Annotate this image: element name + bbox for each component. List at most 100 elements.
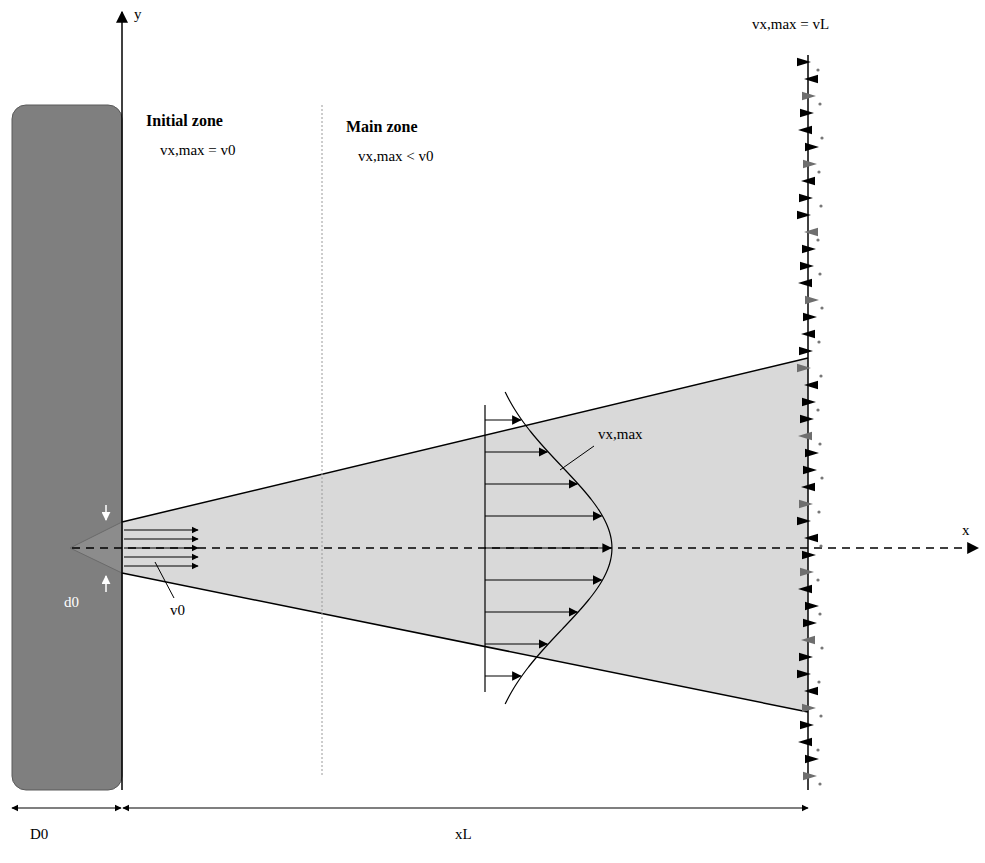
splash-triangle — [804, 381, 818, 389]
splash-dot — [820, 136, 823, 139]
wall-condition: vx,max = vL — [752, 16, 829, 33]
velocity-label: v0 — [170, 602, 185, 619]
splash-triangle — [797, 670, 811, 678]
zone-divider — [322, 105, 323, 775]
splash-dot — [818, 612, 821, 615]
splash-triangle — [805, 602, 819, 610]
splash-dot — [816, 748, 819, 751]
velocity-profile — [485, 392, 612, 704]
splash-dot — [819, 374, 822, 377]
leader-line — [155, 562, 174, 598]
splash-triangle — [804, 75, 818, 83]
velocity-arrow — [124, 547, 198, 548]
dimension-label: D0 — [30, 826, 48, 843]
splash-dot — [816, 68, 819, 71]
splash-triangle — [797, 58, 811, 66]
initial-velocity-arrows — [124, 530, 198, 566]
splash-dot — [818, 782, 821, 785]
splash-triangle — [798, 585, 812, 593]
splash-dot — [819, 204, 822, 207]
x-axis — [72, 547, 978, 549]
splash-triangle — [799, 347, 813, 355]
velocity-arrow — [124, 556, 198, 557]
dimension-line — [12, 807, 121, 808]
velocity-label: vx,max — [598, 426, 643, 443]
velocity-arrow — [485, 419, 521, 420]
splash-triangle — [803, 619, 817, 627]
splash-triangle — [802, 551, 816, 559]
nozzle-body — [12, 105, 122, 790]
axis-label: x — [962, 522, 970, 539]
splash-triangle — [799, 500, 813, 508]
splash-triangle — [805, 755, 819, 763]
splash-triangle — [804, 687, 818, 695]
splash-triangle — [800, 415, 814, 423]
splash-triangle — [805, 296, 819, 304]
velocity-arrow — [485, 547, 611, 548]
splash-dot — [818, 442, 821, 445]
splash-dot — [820, 476, 823, 479]
splash-triangle — [802, 704, 816, 712]
axis-label: y — [134, 6, 142, 23]
velocity-arrow — [485, 579, 602, 580]
jet-region — [122, 358, 808, 712]
velocity-arrow — [124, 538, 198, 539]
velocity-arrow — [124, 529, 198, 530]
zone-title: Main zone — [346, 118, 418, 136]
splash-triangle — [798, 738, 812, 746]
splash-triangle — [803, 772, 817, 780]
zone-condition: vx,max = v0 — [160, 142, 236, 159]
y-axis — [121, 12, 123, 790]
dimension-label: xL — [455, 826, 472, 843]
splash-triangle — [803, 313, 817, 321]
d0-arrow — [105, 505, 107, 520]
splash-triangle — [802, 245, 816, 253]
splash-triangle — [800, 568, 814, 576]
splash-triangle — [797, 517, 811, 525]
splash-dot — [820, 646, 823, 649]
splash-dot — [820, 306, 823, 309]
zone-condition: vx,max < v0 — [358, 148, 434, 165]
splash-texture — [797, 58, 824, 786]
splash-dot — [816, 238, 819, 241]
velocity-arrow — [485, 611, 577, 612]
velocity-arrow — [485, 451, 547, 452]
leader-line — [560, 446, 594, 470]
splash-triangle — [800, 721, 814, 729]
splash-triangle — [801, 483, 815, 491]
jet-boundary — [122, 358, 808, 522]
velocity-arrow — [485, 483, 577, 484]
jet-boundary — [122, 573, 808, 712]
splash-dot — [819, 714, 822, 717]
splash-triangle — [803, 160, 817, 168]
dimension-label: d0 — [64, 594, 79, 611]
splash-triangle — [802, 92, 816, 100]
splash-dot — [819, 544, 822, 547]
splash-triangle — [798, 279, 812, 287]
splash-triangle — [797, 211, 811, 219]
splash-triangle — [799, 194, 813, 202]
velocity-arrow — [485, 643, 547, 644]
splash-dot — [818, 102, 821, 105]
splash-triangle — [799, 653, 813, 661]
splash-triangle — [797, 364, 811, 372]
splash-triangle — [801, 636, 815, 644]
dimension-line — [123, 807, 808, 808]
splash-triangle — [801, 330, 815, 338]
splash-triangle — [801, 177, 815, 185]
splash-triangle — [798, 126, 812, 134]
splash-triangle — [804, 534, 818, 542]
splash-dot — [817, 340, 820, 343]
splash-dot — [817, 510, 820, 513]
velocity-arrow — [485, 515, 602, 516]
splash-dot — [817, 170, 820, 173]
velocity-arrow — [124, 565, 198, 566]
splash-triangle — [805, 143, 819, 151]
splash-dot — [816, 578, 819, 581]
d0-arrow — [105, 576, 107, 592]
splash-triangle — [804, 228, 818, 236]
splash-triangle — [800, 262, 814, 270]
splash-dot — [817, 680, 820, 683]
